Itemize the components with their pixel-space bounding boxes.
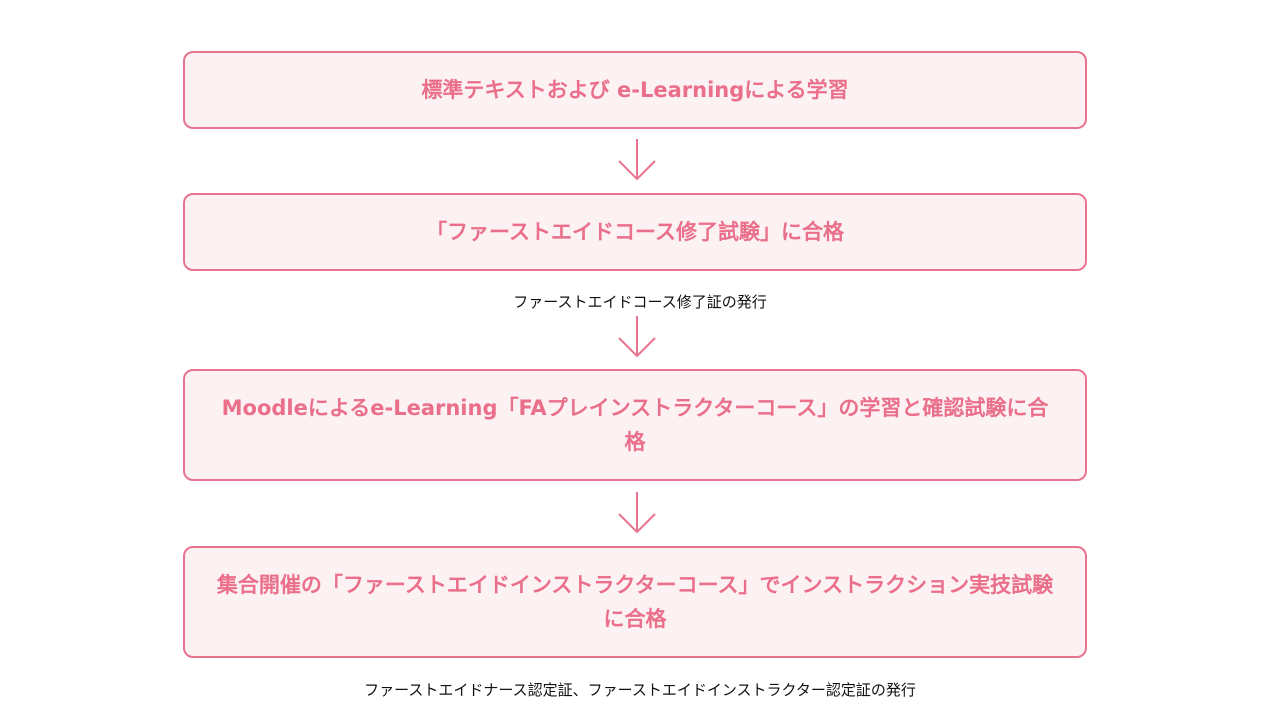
note-instructor-certificate-issue: ファーストエイドナース認定証、ファーストエイドインストラクター認定証の発行 (364, 681, 916, 699)
arrow-down-icon (618, 139, 656, 181)
step-3-box: Moodleによるe-Learning「FAプレインストラクターコース」の学習と… (183, 369, 1087, 481)
step-3-label: Moodleによるe-Learning「FAプレインストラクターコース」の学習と… (221, 396, 1049, 454)
arrow-down-icon (618, 316, 656, 358)
step-2-label: 「ファーストエイドコース修了試験」に合格 (426, 220, 844, 244)
step-2-box: 「ファーストエイドコース修了試験」に合格 (183, 193, 1087, 271)
step-4-label: 集合開催の「ファーストエイドインストラクターコース」でインストラクション実技試験… (216, 573, 1054, 631)
arrow-down-icon (618, 492, 656, 534)
step-1-box: 標準テキストおよび e-Learningによる学習 (183, 51, 1087, 129)
step-4-box: 集合開催の「ファーストエイドインストラクターコース」でインストラクション実技試験… (183, 546, 1087, 658)
step-1-label: 標準テキストおよび e-Learningによる学習 (421, 78, 849, 102)
note-certificate-issue: ファーストエイドコース修了証の発行 (513, 293, 767, 311)
